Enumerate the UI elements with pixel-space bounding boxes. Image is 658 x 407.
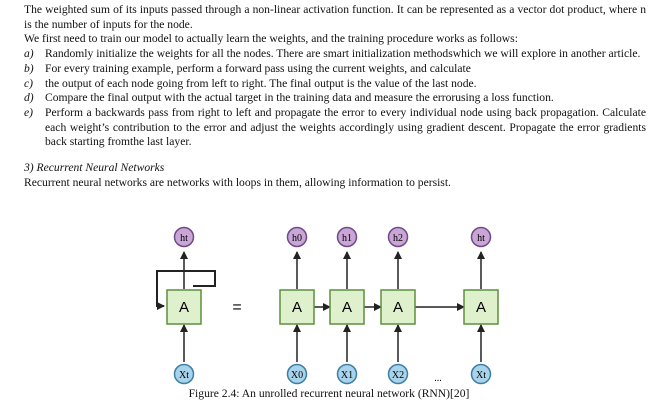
folded-rnn: A ht Xt [156, 226, 216, 385]
list-item: d) Compare the final output with the act… [24, 91, 646, 106]
paragraph-weighted-sum: The weighted sum of its inputs passed th… [24, 3, 646, 31]
rnn-cell-label: A [393, 299, 403, 316]
list-item: b) For every training example, perform a… [24, 62, 646, 77]
list-marker: b) [24, 61, 34, 75]
citation-reference: [20] [450, 387, 470, 400]
list-item-text: Compare the final output with the actual… [45, 91, 554, 105]
list-item: e) Perform a backwards pass from right t… [24, 106, 646, 150]
input-node-label: X2 [392, 370, 404, 381]
input-node [173, 363, 195, 385]
rnn-cell [463, 289, 499, 325]
input-node-label: Xt [179, 370, 189, 381]
input-node [470, 363, 492, 385]
section-heading: 3) Recurrent Neural Networks [24, 161, 165, 175]
list-item: c) the output of each node going from le… [24, 77, 646, 92]
output-node-label: ht [180, 233, 188, 244]
input-node [387, 363, 409, 385]
training-steps-list: a) Randomly initialize the weights for a… [24, 47, 646, 150]
figure-caption-text: Figure 2.4: An unrolled recurrent neural… [188, 387, 451, 400]
input-node [286, 363, 308, 385]
list-marker: a) [24, 47, 34, 61]
equals-sign: = [232, 299, 241, 316]
output-node-label: ht [477, 233, 485, 244]
list-item-text: Perform a backwards pass from right to l… [45, 105, 646, 149]
rnn-cell [279, 289, 315, 325]
figure-caption: Figure 2.4: An unrolled recurrent neural… [0, 387, 658, 401]
list-marker: e) [24, 105, 34, 119]
timestep-1: A h1 X1 [329, 226, 365, 385]
body-text: The weighted sum of its inputs passed th… [24, 3, 646, 190]
list-item-text: Randomly initialize the weights for all … [45, 47, 641, 61]
output-node-label: h1 [342, 233, 352, 244]
output-node [173, 226, 195, 248]
recurrent-loop-arrow [156, 270, 216, 310]
output-node-label: h0 [292, 233, 302, 244]
output-node [286, 226, 308, 248]
input-node-label: X0 [291, 370, 303, 381]
rnn-cell-label: A [342, 299, 352, 316]
output-node [387, 226, 409, 248]
list-marker: c) [24, 76, 34, 90]
list-marker: d) [24, 91, 34, 105]
output-node-label: h2 [393, 233, 403, 244]
output-node [336, 226, 358, 248]
rnn-cell-label: A [179, 299, 189, 316]
unrolled-rnn: A h0 X0 A h1 X1 A h2 X2 .. [279, 226, 499, 385]
paragraph-training-intro: We first need to train our model to actu… [24, 32, 518, 46]
rnn-cell-label: A [476, 299, 486, 316]
rnn-cell [329, 289, 365, 325]
list-item-text: For every training example, perform a fo… [45, 61, 471, 75]
rnn-cell-label: A [292, 299, 302, 316]
timestep-2: A h2 X2 [380, 226, 416, 385]
input-node-label: Xt [476, 370, 486, 381]
input-node-label: X1 [341, 370, 353, 381]
timestep-0: A h0 X0 [279, 226, 315, 385]
list-item: a) Randomly initialize the weights for a… [24, 47, 646, 62]
input-node [336, 363, 358, 385]
ellipsis: ... [434, 373, 442, 384]
output-node [470, 226, 492, 248]
section-intro: Recurrent neural networks are networks w… [24, 175, 451, 189]
rnn-cell [380, 289, 416, 325]
timestep-t: A ht Xt [463, 226, 499, 385]
list-item-text: the output of each node going from left … [45, 76, 477, 90]
rnn-cell [166, 289, 202, 325]
